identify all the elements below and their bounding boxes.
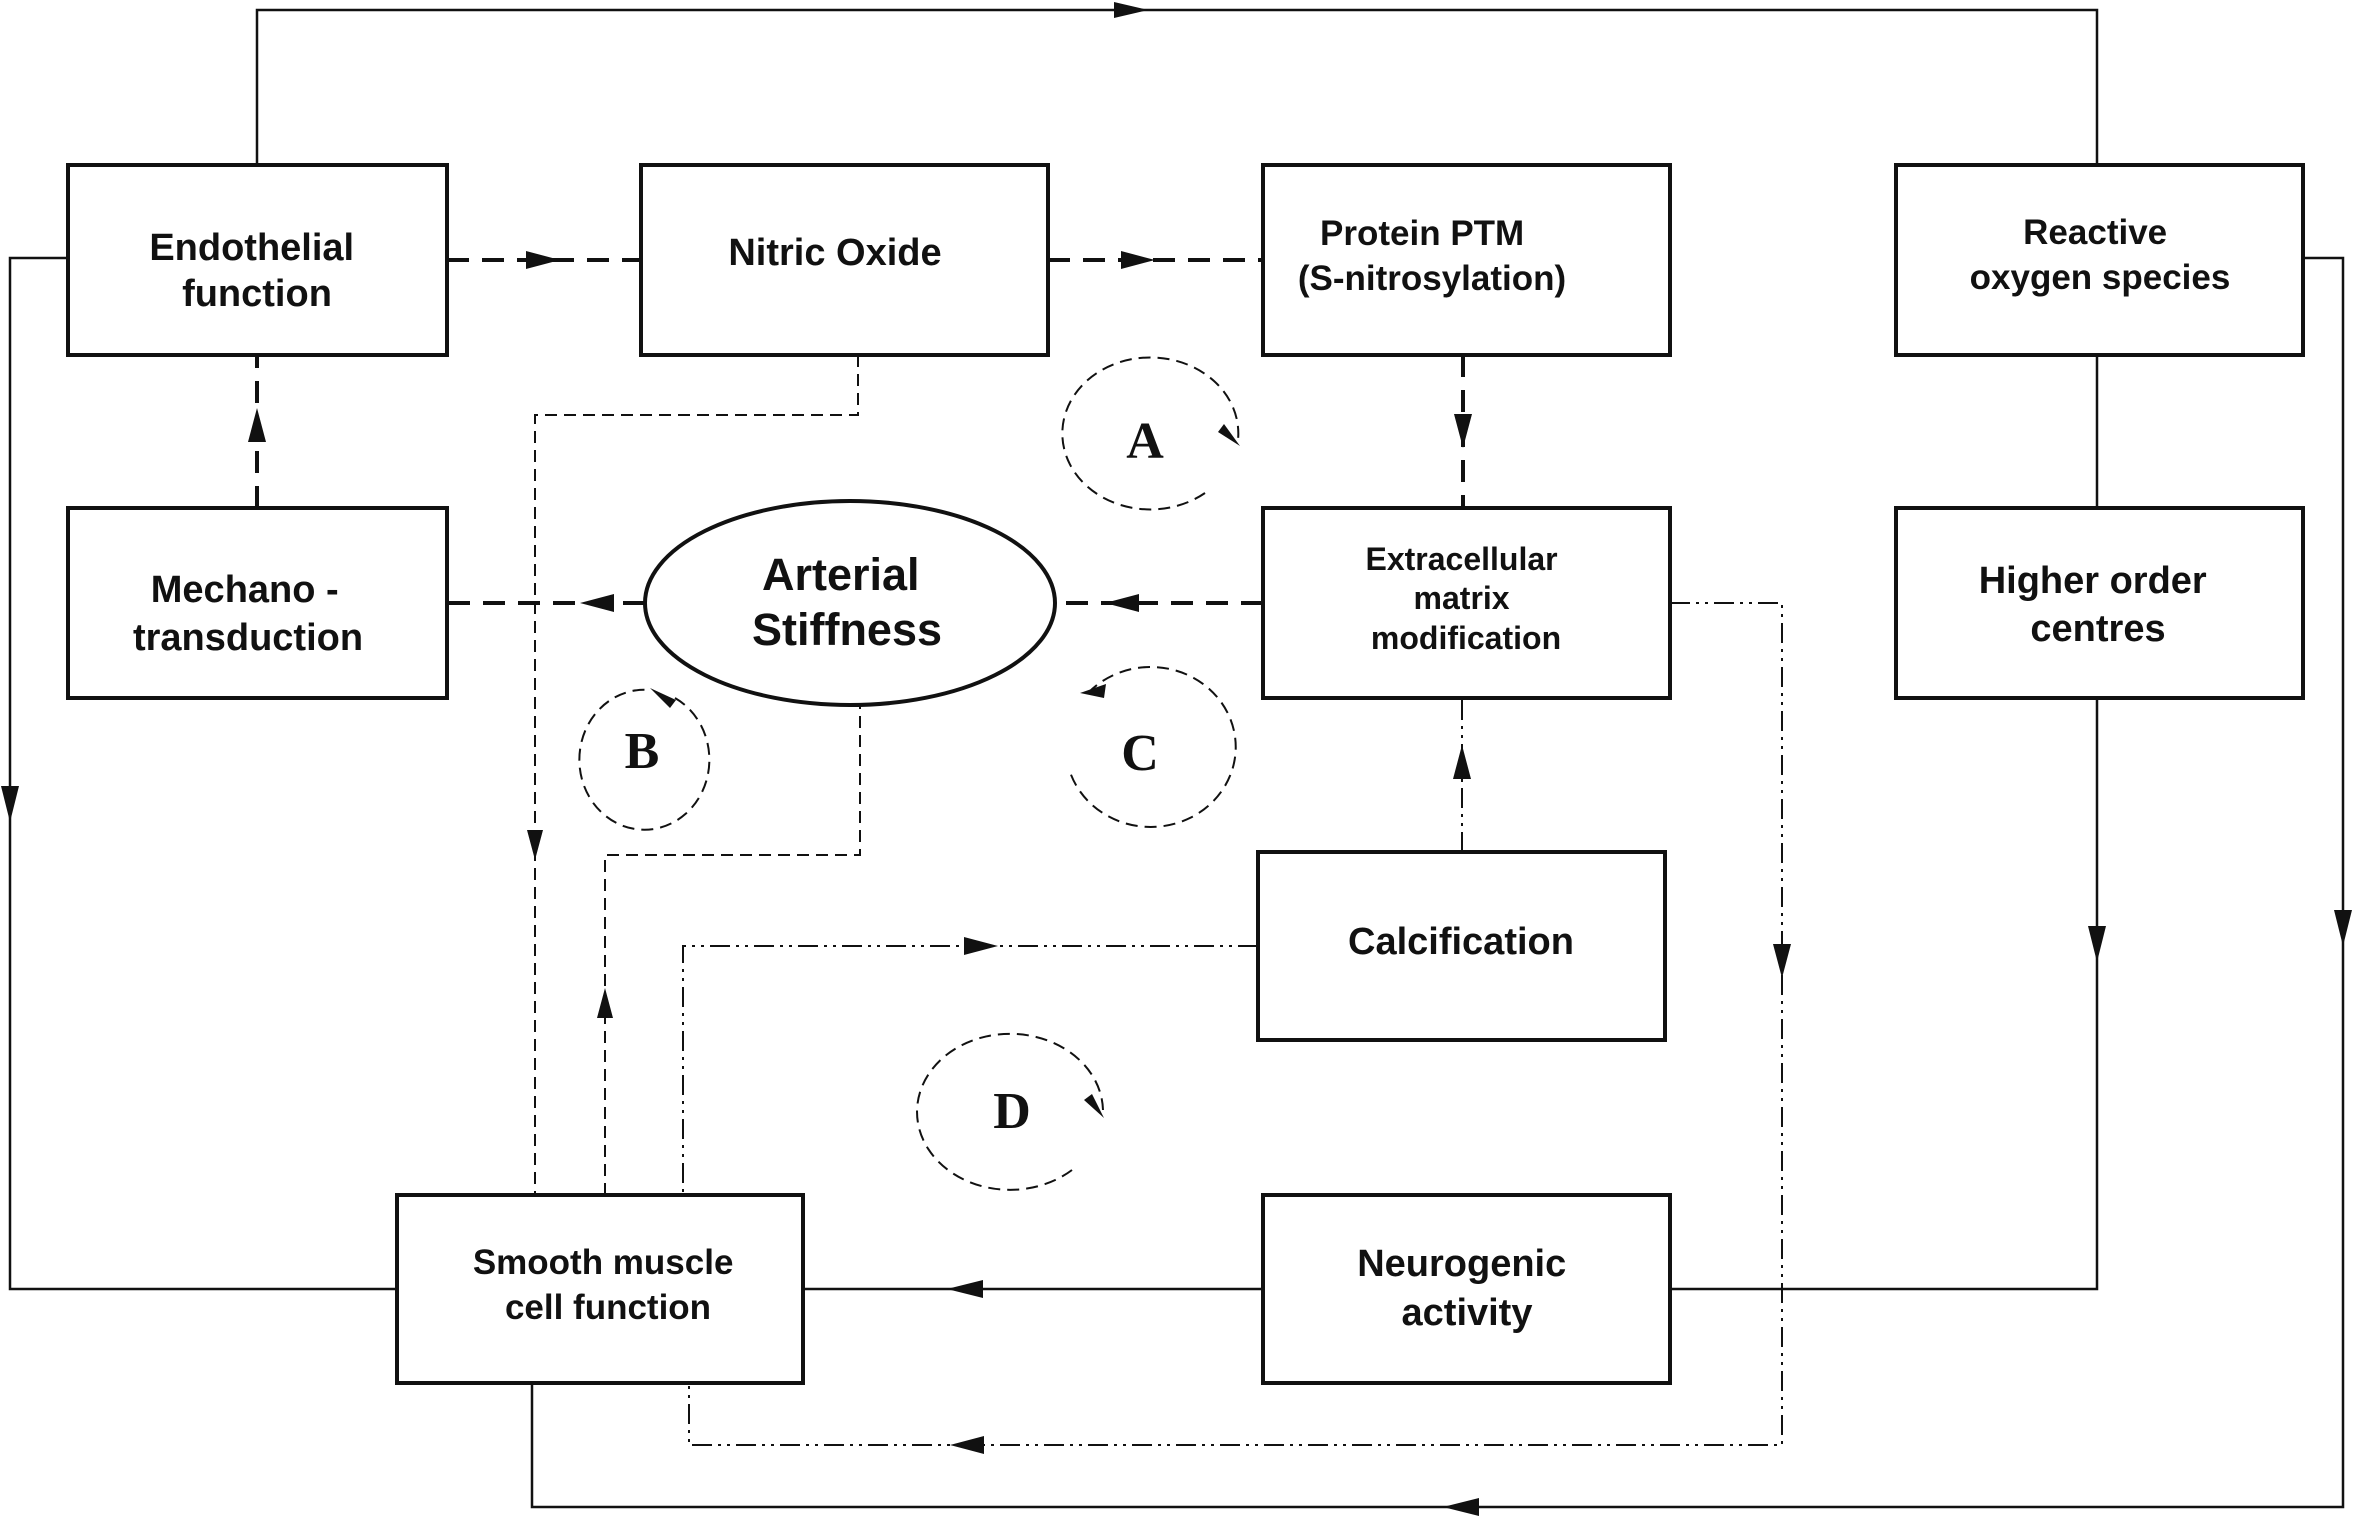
edge-smooth-to-arterial xyxy=(597,705,861,1195)
cycle-a-label: A xyxy=(1126,413,1164,470)
svg-text:Extracellular matrix: Extracellular matrix modification xyxy=(1366,541,1567,656)
node-ecm-line-3: modification xyxy=(1371,620,1561,656)
node-nitric-oxide: Nitric Oxide xyxy=(639,163,1050,357)
cycle-c: C xyxy=(1069,665,1237,828)
edge-no-to-smooth xyxy=(527,355,859,1195)
node-ecm-line-1: Extracellular xyxy=(1366,541,1558,577)
node-arterial-stiffness: Arterial Stiffness xyxy=(643,499,1057,707)
cycle-c-label: C xyxy=(1121,725,1159,782)
cycle-d-label: D xyxy=(993,1083,1031,1140)
svg-text:Reactive oxygen species: Reactive oxygen species xyxy=(1970,213,2231,297)
node-mechano-transduction: Mechano - transduction xyxy=(66,506,449,700)
svg-text:Smooth muscle cell funct: Smooth muscle cell function xyxy=(473,1243,743,1327)
svg-text:Neurogenic activity: Neurogenic activity xyxy=(1357,1243,1577,1334)
edge-mechano-to-endothelial xyxy=(248,355,266,508)
node-extracellular-matrix: Extracellular matrix modification xyxy=(1261,506,1672,700)
node-protein-ptm-line-1: Protein PTM xyxy=(1320,214,1524,253)
node-higher-line-1: Higher order xyxy=(1979,560,2207,602)
node-endothelial-line-1: Endothelial xyxy=(149,227,354,269)
node-endothelial-line-2: function xyxy=(182,273,332,315)
node-arterial-line-1: Arterial xyxy=(762,549,920,600)
node-reactive-oxygen-species: Reactive oxygen species xyxy=(1894,163,2305,357)
edge-higher-to-neurogenic xyxy=(1670,698,2106,1291)
cycle-b-label: B xyxy=(625,723,660,780)
node-ros-line-1: Reactive xyxy=(2023,213,2167,252)
edge-ros-to-smooth xyxy=(530,256,2352,1516)
node-calcification-line-1: Calcification xyxy=(1348,921,1574,963)
node-ecm-line-2: matrix xyxy=(1414,580,1510,616)
edge-ecm-to-smooth xyxy=(688,602,1791,1454)
edge-neurogenic-to-smooth xyxy=(803,1280,1263,1298)
edge-calcification-to-smooth xyxy=(682,937,1258,1195)
svg-text:Mechano - transduction: Mechano - transduction xyxy=(133,569,363,659)
edge-endothelial-to-ros xyxy=(255,2,2099,165)
node-neurogenic-line-2: activity xyxy=(1402,1292,1533,1334)
svg-text:Nitric Oxide: Nitric Oxide xyxy=(728,232,941,274)
node-higher-order-centres: Higher order centres xyxy=(1894,506,2305,700)
node-smooth-muscle: Smooth muscle cell function xyxy=(395,1193,805,1385)
svg-text:Calcification: Calcification xyxy=(1348,921,1574,963)
node-mechano-line-2: transduction xyxy=(133,617,363,659)
node-endothelial-function: Endothelial function xyxy=(66,163,449,357)
cycle-d: D xyxy=(916,1032,1104,1191)
cycle-a: A xyxy=(1061,356,1240,511)
svg-text:Protein PTM (S-nitrosyla: Protein PTM (S-nitrosylation) xyxy=(1298,214,1566,298)
node-smooth-line-1: Smooth muscle xyxy=(473,1243,734,1282)
node-higher-line-2: centres xyxy=(2030,608,2165,650)
edge-protein-to-ecm xyxy=(1454,355,1472,508)
node-calcification: Calcification xyxy=(1256,850,1667,1042)
node-smooth-line-2: cell function xyxy=(505,1288,711,1327)
node-nitric-oxide-line-1: Nitric Oxide xyxy=(728,232,941,274)
node-neurogenic-activity: Neurogenic activity xyxy=(1261,1193,1672,1385)
node-mechano-line-1: Mechano - xyxy=(151,569,339,611)
node-neurogenic-line-1: Neurogenic xyxy=(1357,1243,1566,1285)
edge-ecm-to-arterial xyxy=(1055,594,1263,612)
svg-text:Arterial Stiffness: Arterial Stiffness xyxy=(752,549,942,655)
edge-endothelial-to-smooth xyxy=(1,256,397,1291)
svg-text:Higher order centres: Higher order centres xyxy=(1979,560,2218,650)
cycle-b: B xyxy=(578,688,711,831)
edge-arterial-to-mechano xyxy=(447,594,645,612)
node-arterial-line-2: Stiffness xyxy=(752,604,942,655)
node-ros-line-2: oxygen species xyxy=(1970,258,2231,297)
node-protein-ptm-line-2: (S-nitrosylation) xyxy=(1298,259,1566,298)
svg-text:Endothelial function: Endothelial function xyxy=(149,227,364,315)
edge-calcification-to-ecm xyxy=(1453,698,1471,852)
edge-endothelial-to-no xyxy=(447,251,641,269)
node-protein-ptm: Protein PTM (S-nitrosylation) xyxy=(1261,163,1672,357)
edge-no-to-protein xyxy=(1048,251,1263,269)
